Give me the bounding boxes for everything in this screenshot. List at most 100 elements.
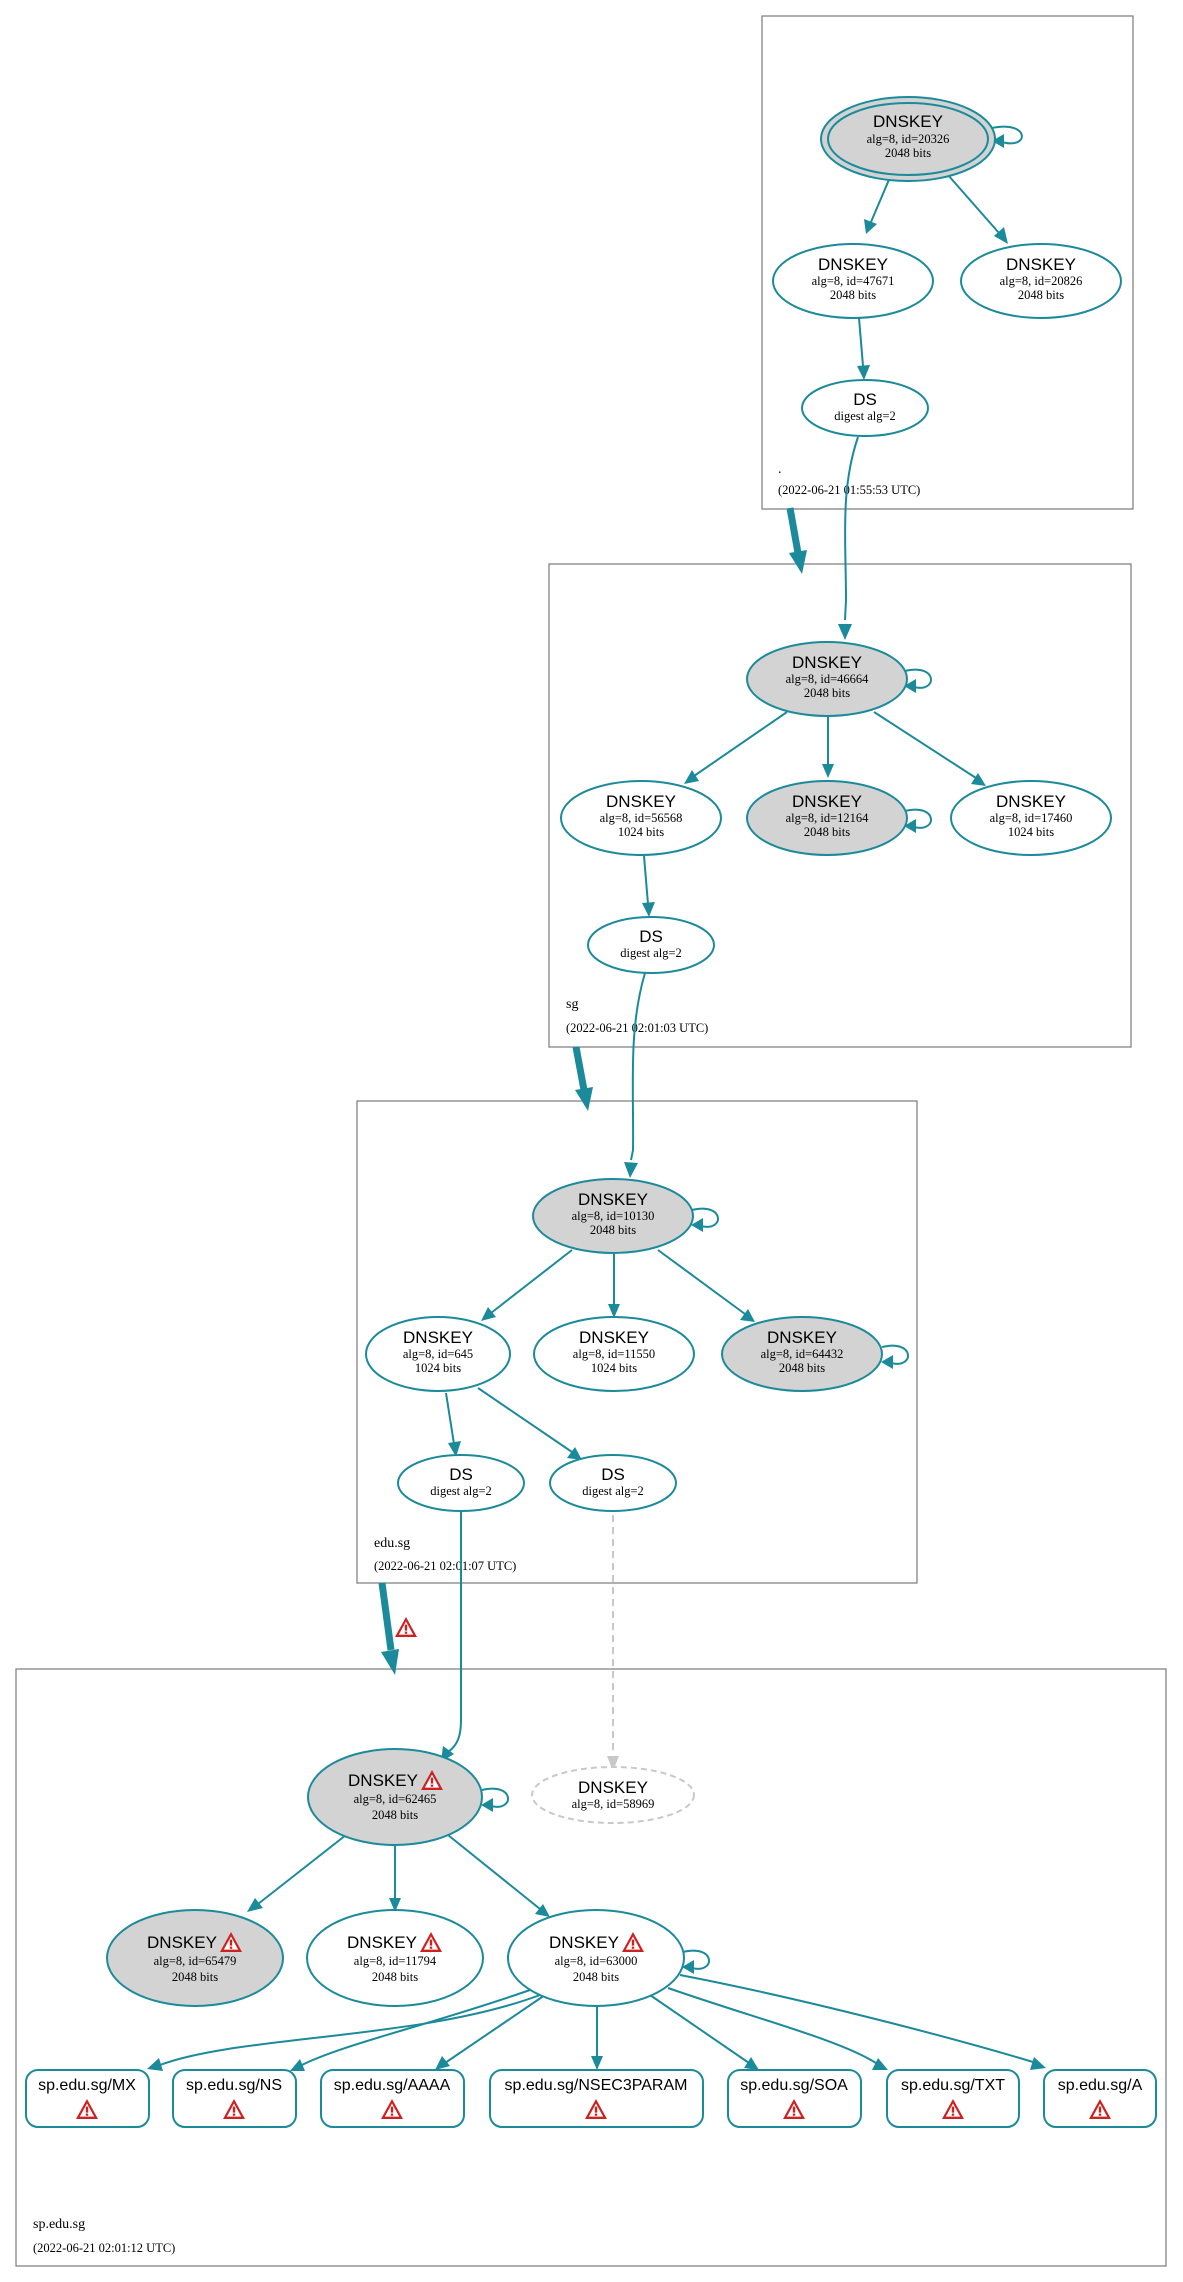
- rrset-label: sp.edu.sg/A: [1058, 2077, 1143, 2094]
- dnskey-node-sp-58969[interactable]: DNSKEY alg=8, id=58969: [531, 1766, 695, 1824]
- node-title: DNSKEY: [996, 792, 1066, 811]
- rrset-node-txt[interactable]: sp.edu.sg/TXT: [886, 2069, 1020, 2128]
- dnskey-node-sp-65479[interactable]: DNSKEY alg=8, id=65479 2048 bits: [106, 1909, 284, 2007]
- rrset-label: sp.edu.sg/SOA: [740, 2077, 848, 2094]
- arrowhead: [607, 1756, 619, 1771]
- zone-sp-edu-sg-name: sp.edu.sg: [33, 2217, 85, 2232]
- edge-root-ds-to-46664: [844, 436, 859, 621]
- dnskey-node-root-20326[interactable]: DNSKEY alg=8, id=20326 2048 bits: [820, 96, 996, 182]
- edge-63000-to-a: [679, 1974, 1034, 2063]
- zone-sg-timestamp: (2022-06-21 02:01:03 UTC): [566, 1021, 708, 1035]
- ds-node-edu-1[interactable]: DS digest alg=2: [397, 1454, 525, 1512]
- rrset-node-soa[interactable]: sp.edu.sg/SOA: [727, 2069, 862, 2128]
- dnskey-node-sp-63000[interactable]: DNSKEY alg=8, id=63000 2048 bits: [507, 1909, 685, 2007]
- node-title: DS: [853, 390, 877, 409]
- node-id: alg=8, id=10130: [572, 1209, 655, 1223]
- node-shape: [172, 2069, 297, 2128]
- edges: [147, 125, 1046, 2071]
- node-shape: [307, 1748, 483, 1846]
- dnskey-node-sg-46664[interactable]: DNSKEY alg=8, id=46664 2048 bits: [746, 641, 908, 717]
- dnskey-node-sp-62465[interactable]: DNSKEY alg=8, id=62465 2048 bits: [307, 1748, 483, 1846]
- arrowhead: [684, 770, 699, 784]
- rrset-node-mx[interactable]: sp.edu.sg/MX: [25, 2069, 150, 2128]
- node-id: alg=8, id=65479: [154, 1954, 237, 1968]
- zone-root-name: .: [778, 462, 782, 477]
- node-title: DS: [639, 927, 663, 946]
- node-id: alg=8, id=12164: [786, 811, 870, 825]
- zone-sp-edu-sg: sp.edu.sg (2022-06-21 02:01:12 UTC): [15, 1668, 1167, 2267]
- dnskey-node-root-20826[interactable]: DNSKEY alg=8, id=20826 2048 bits: [960, 243, 1122, 319]
- edge-46664-to-56568: [693, 711, 788, 777]
- rrset-node-aaaa[interactable]: sp.edu.sg/AAAA: [320, 2069, 465, 2128]
- node-shape: [489, 2069, 704, 2128]
- arrowhead: [608, 1304, 620, 1318]
- arrowhead: [535, 1904, 550, 1917]
- arrowhead: [857, 365, 870, 380]
- node-bits: 2048 bits: [372, 1808, 418, 1822]
- arrowhead: [971, 773, 986, 786]
- rrset-node-nsec3param[interactable]: sp.edu.sg/NSEC3PARAM: [489, 2069, 704, 2128]
- node-title: DS: [601, 1465, 625, 1484]
- node-shape: [397, 1454, 525, 1512]
- delegation-sg-to-edu-sg: [572, 1046, 588, 1091]
- node-shape: [746, 641, 908, 717]
- node-shape: [886, 2069, 1020, 2128]
- edge-20326-to-20826: [947, 174, 1000, 234]
- node-id: alg=8, id=62465: [354, 1792, 437, 1806]
- arrowhead: [691, 1218, 703, 1232]
- arrowhead: [1030, 2057, 1046, 2070]
- rrset-label: sp.edu.sg/AAAA: [334, 2077, 451, 2094]
- dnskey-node-sg-12164[interactable]: DNSKEY alg=8, id=12164 2048 bits: [746, 780, 908, 856]
- edge-63000-to-soa: [649, 1994, 750, 2064]
- node-id: alg=8, id=47671: [812, 274, 895, 288]
- dnskey-node-sg-56568[interactable]: DNSKEY alg=8, id=56568 1024 bits: [560, 780, 722, 856]
- node-bits: 1024 bits: [1008, 825, 1054, 839]
- dnskey-node-edu-11550[interactable]: DNSKEY alg=8, id=11550 1024 bits: [533, 1316, 695, 1392]
- ds-node-edu-2[interactable]: DS digest alg=2: [549, 1454, 677, 1512]
- node-id: alg=8, id=11550: [573, 1347, 655, 1361]
- dnskey-node-edu-645[interactable]: DNSKEY alg=8, id=645 1024 bits: [365, 1316, 511, 1392]
- ds-node-sg[interactable]: DS digest alg=2: [587, 916, 715, 974]
- self-loop-20326: [991, 125, 1023, 145]
- edge-645-to-ds1: [445, 1392, 455, 1445]
- node-shape: [25, 2069, 150, 2128]
- edge-62465-to-63000: [447, 1834, 541, 1910]
- dnskey-node-sp-11794[interactable]: DNSKEY alg=8, id=11794 2048 bits: [306, 1909, 484, 2007]
- dnskey-node-root-47671[interactable]: DNSKEY alg=8, id=47671 2048 bits: [772, 243, 934, 319]
- zone-sp-edu-sg-box: [15, 1668, 1167, 2267]
- node-shape: [531, 1766, 695, 1824]
- node-bits: 2048 bits: [779, 1361, 825, 1375]
- node-bits: 1024 bits: [618, 825, 664, 839]
- node-bits: 2048 bits: [573, 1970, 619, 1984]
- node-title: DNSKEY: [579, 1328, 649, 1347]
- rrset-node-a[interactable]: sp.edu.sg/A: [1043, 2069, 1157, 2128]
- edge-ds1-to-62465: [447, 1510, 462, 1753]
- self-loop-64432: [881, 1344, 909, 1365]
- self-loop-10130: [691, 1207, 719, 1228]
- node-title: DNSKEY: [792, 792, 862, 811]
- node-title: DNSKEY: [403, 1328, 473, 1347]
- node-shape: [320, 2069, 465, 2128]
- rrset-node-ns[interactable]: sp.edu.sg/NS: [172, 2069, 297, 2128]
- node-outer-ring: [827, 102, 989, 176]
- node-title: DNSKEY: [578, 1778, 648, 1797]
- arrowhead: [381, 1649, 399, 1675]
- arrowhead: [448, 1441, 461, 1457]
- node-digest: digest alg=2: [582, 1484, 644, 1498]
- dnskey-node-sg-17460[interactable]: DNSKEY alg=8, id=17460 1024 bits: [950, 780, 1112, 856]
- zone-edu-sg: edu.sg (2022-06-21 02:01:07 UTC): [356, 1100, 918, 1584]
- node-id: alg=8, id=58969: [572, 1797, 655, 1811]
- dnskey-node-edu-64432[interactable]: DNSKEY alg=8, id=64432 2048 bits: [721, 1316, 883, 1392]
- arrowhead: [994, 227, 1008, 244]
- ds-node-root[interactable]: DS digest alg=2: [801, 379, 929, 437]
- node-title: DNSKEY: [147, 1933, 217, 1952]
- edge-sg-ds-to-10130: [630, 972, 646, 1161]
- zone-sg-name: sg: [566, 997, 578, 1012]
- node-shape: [306, 1909, 484, 2007]
- self-loop-63000: [682, 1949, 710, 1970]
- node-shape: [587, 916, 715, 974]
- dnskey-node-edu-10130[interactable]: DNSKEY alg=8, id=10130 2048 bits: [532, 1178, 694, 1254]
- node-bits: 2048 bits: [372, 1970, 418, 1984]
- node-id: alg=8, id=63000: [555, 1954, 638, 1968]
